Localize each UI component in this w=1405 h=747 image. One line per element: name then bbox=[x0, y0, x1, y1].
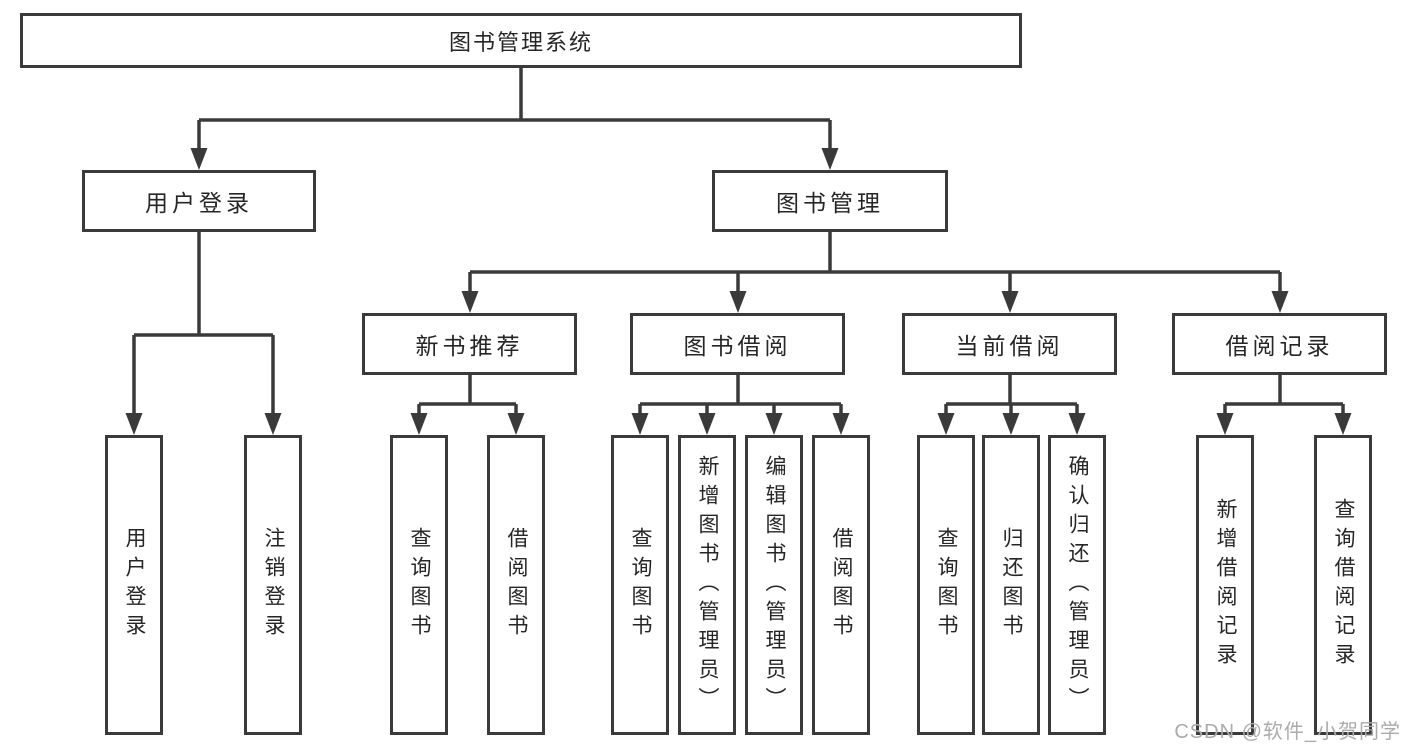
node-label: 注销登录 bbox=[262, 527, 285, 643]
leaf-query-books-borrow: 查询图书 bbox=[611, 435, 669, 735]
node-label: 用户登录 bbox=[123, 527, 146, 643]
node-label: 图书借阅 bbox=[683, 333, 792, 359]
node-book-management: 图书管理 bbox=[712, 170, 948, 232]
leaf-borrow-books: 借阅图书 bbox=[812, 435, 870, 735]
arrowhead-icons bbox=[125, 148, 1352, 435]
node-label: 新增借阅记录 bbox=[1214, 498, 1237, 672]
leaf-edit-book-admin: 编辑图书（管理员） bbox=[745, 435, 803, 735]
node-new-book-recommendation: 新书推荐 bbox=[362, 313, 577, 375]
node-label: 用户登录 bbox=[145, 190, 253, 216]
leaf-query-borrow-record: 查询借阅记录 bbox=[1314, 435, 1372, 735]
leaf-query-books-current: 查询图书 bbox=[917, 435, 975, 735]
node-label: 查询借阅记录 bbox=[1332, 498, 1355, 672]
leaf-user-login: 用户登录 bbox=[105, 435, 163, 735]
leaf-add-borrow-record: 新增借阅记录 bbox=[1196, 435, 1254, 735]
node-label: 借阅记录 bbox=[1225, 333, 1334, 359]
leaf-add-book-admin: 新增图书（管理员） bbox=[678, 435, 736, 735]
leaf-query-books-recommend: 查询图书 bbox=[390, 435, 448, 735]
node-label: 图书管理系统 bbox=[448, 29, 593, 55]
node-label: 新增图书（管理员） bbox=[696, 454, 719, 716]
leaf-return-book: 归还图书 bbox=[982, 435, 1040, 735]
csdn-watermark: CSDN @软件_小贺同学 bbox=[1174, 721, 1401, 743]
node-borrowing-records: 借阅记录 bbox=[1172, 313, 1387, 375]
leaf-logout: 注销登录 bbox=[244, 435, 302, 735]
node-label: 查询图书 bbox=[408, 527, 431, 643]
node-user-login: 用户登录 bbox=[82, 170, 316, 232]
node-label: 查询图书 bbox=[935, 527, 958, 643]
connector-path bbox=[132, 68, 1345, 416]
node-label: 借阅图书 bbox=[830, 527, 853, 643]
node-library-management-system: 图书管理系统 bbox=[20, 13, 1022, 68]
node-label: 编辑图书（管理员） bbox=[763, 454, 786, 716]
leaf-borrow-books-recommend: 借阅图书 bbox=[487, 435, 545, 735]
node-label: 归还图书 bbox=[1000, 527, 1023, 643]
node-label: 确认归还（管理员） bbox=[1066, 454, 1089, 716]
node-label: 查询图书 bbox=[629, 527, 652, 643]
node-label: 当前借阅 bbox=[955, 333, 1064, 359]
leaf-confirm-return-admin: 确认归还（管理员） bbox=[1048, 435, 1106, 735]
node-label: 图书管理 bbox=[776, 190, 884, 216]
node-label: 借阅图书 bbox=[505, 527, 528, 643]
node-current-borrowing: 当前借阅 bbox=[902, 313, 1117, 375]
node-book-borrowing: 图书借阅 bbox=[630, 313, 845, 375]
node-label: 新书推荐 bbox=[415, 333, 524, 359]
